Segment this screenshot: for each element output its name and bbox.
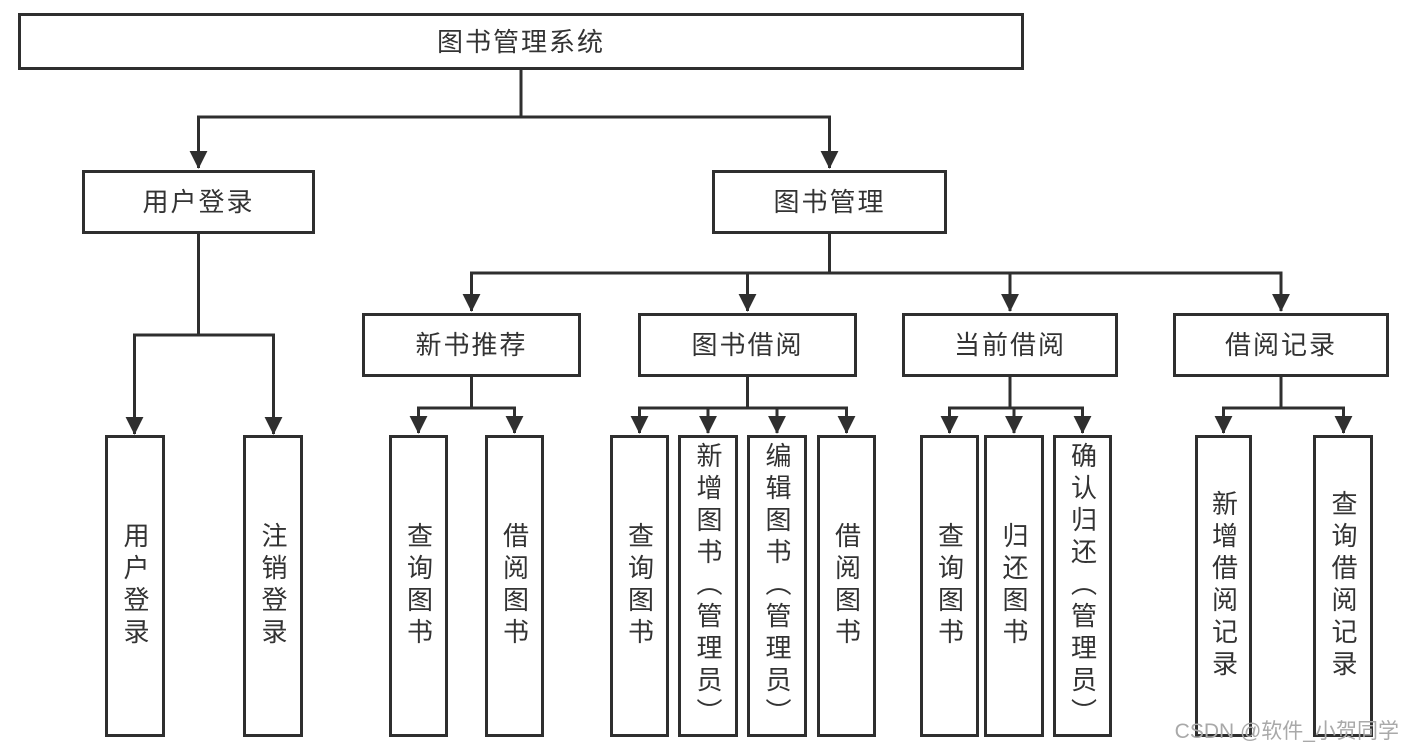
node-book-management-system: 图书管理系统: [18, 13, 1024, 70]
leaf-return-books: 归还图书: [984, 435, 1044, 737]
leaf-query-borrow-record: 查询借阅记录: [1313, 435, 1373, 737]
node-book-borrowing: 图书借阅: [638, 313, 857, 377]
node-user-login: 用户登录: [82, 170, 315, 234]
leaf-logout: 注销登录: [243, 435, 303, 737]
leaf-label: 借阅图书: [499, 522, 530, 650]
leaf-label: 归还图书: [999, 522, 1029, 650]
leaf-label: 查询图书: [403, 522, 434, 650]
leaf-add-borrow-record: 新增借阅记录: [1195, 435, 1252, 737]
node-new-book-recommend: 新书推荐: [362, 313, 581, 377]
leaf-label: 编辑图书（管理员）: [762, 442, 792, 730]
leaf-query-books-recommend: 查询图书: [389, 435, 448, 737]
node-borrowing-records: 借阅记录: [1173, 313, 1389, 377]
leaf-label: 新增借阅记录: [1208, 490, 1239, 682]
leaf-label: 注销登录: [258, 522, 288, 650]
leaf-label: 查询图书: [934, 522, 965, 650]
leaf-confirm-return-admin: 确认归还（管理员）: [1053, 435, 1112, 737]
leaf-label: 新增图书（管理员）: [693, 442, 723, 730]
leaf-label: 借阅图书: [831, 522, 862, 650]
leaf-label: 查询借阅记录: [1328, 490, 1358, 682]
leaf-user-login: 用户登录: [105, 435, 165, 737]
leaf-edit-books-admin: 编辑图书（管理员）: [747, 435, 807, 737]
csdn-watermark: CSDN @软件_小贺同学: [1174, 720, 1399, 743]
leaf-borrow-books-borrowing: 借阅图书: [817, 435, 876, 737]
leaf-label: 用户登录: [120, 522, 150, 650]
leaf-borrow-books-recommend: 借阅图书: [485, 435, 544, 737]
leaf-add-books-admin: 新增图书（管理员）: [678, 435, 738, 737]
leaf-label: 确认归还（管理员）: [1067, 442, 1098, 730]
leaf-query-books-borrowing: 查询图书: [610, 435, 669, 737]
leaf-label: 查询图书: [624, 522, 655, 650]
node-current-borrowing: 当前借阅: [902, 313, 1118, 377]
node-book-management: 图书管理: [712, 170, 947, 234]
leaf-query-books-current: 查询图书: [920, 435, 979, 737]
